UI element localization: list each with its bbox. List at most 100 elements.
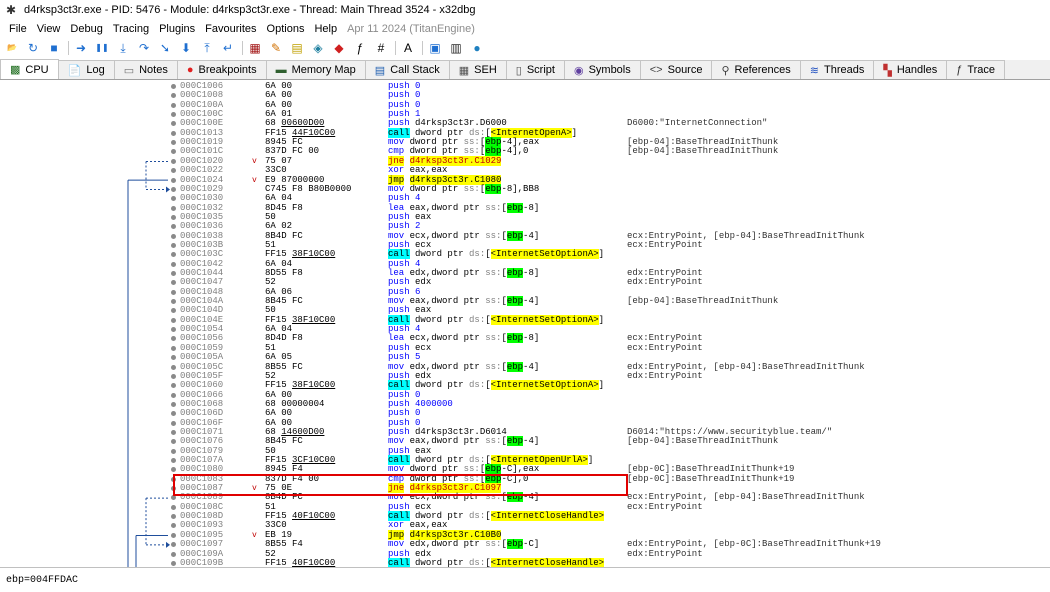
- menu-help[interactable]: Help: [314, 23, 338, 35]
- breakpoint-dot[interactable]: [171, 308, 176, 314]
- breakpoint-dot[interactable]: [171, 504, 176, 510]
- calculator-icon[interactable]: ▥: [450, 41, 462, 55]
- breakpoint-dot[interactable]: [171, 168, 176, 174]
- tab-log[interactable]: 📄Log: [57, 60, 115, 79]
- breakpoint-dot[interactable]: [171, 93, 176, 99]
- breakpoint-dot[interactable]: [171, 149, 176, 155]
- breakpoint-dot[interactable]: [171, 158, 176, 164]
- breakpoint-dot[interactable]: [171, 327, 176, 333]
- tab-references[interactable]: ⚲References: [711, 60, 801, 79]
- breakpoint-dot[interactable]: [171, 448, 176, 454]
- tab-script[interactable]: ▯Script: [505, 60, 565, 79]
- breakpoint-dot[interactable]: [171, 186, 176, 192]
- pause-icon[interactable]: ❚❚: [95, 43, 109, 52]
- breakpoint-dot[interactable]: [171, 84, 176, 89]
- breakpoint-dot[interactable]: [171, 495, 176, 501]
- menu-favourites[interactable]: Favourites: [205, 23, 257, 35]
- breakpoint-dot[interactable]: [171, 271, 176, 276]
- menu-plugins[interactable]: Plugins: [159, 23, 196, 35]
- tab-call-stack[interactable]: ▤Call Stack: [364, 60, 450, 79]
- tab-seh[interactable]: ▦SEH: [448, 60, 507, 79]
- breakpoint-dot[interactable]: [171, 130, 176, 136]
- trace-into-icon[interactable]: ➘: [159, 41, 171, 55]
- step-over-icon[interactable]: ↷: [138, 41, 150, 55]
- breakpoint-dot[interactable]: [171, 196, 176, 202]
- tab-memory-map[interactable]: ▬Memory Map: [265, 60, 366, 79]
- breakpoint-dot[interactable]: [171, 364, 176, 370]
- breakpoint-dot[interactable]: [171, 102, 176, 108]
- step-into-icon[interactable]: ⤓: [120, 41, 126, 55]
- breakpoint-dot[interactable]: [171, 439, 176, 445]
- tab-notes[interactable]: ▭Notes: [113, 60, 178, 79]
- breakpoint-dot[interactable]: [171, 177, 176, 183]
- breakpoint-dot[interactable]: [171, 532, 176, 538]
- execute-till-return-icon[interactable]: ⤒: [204, 41, 210, 55]
- breakpoint-dot[interactable]: [171, 261, 176, 267]
- run-icon[interactable]: ➜: [75, 41, 87, 55]
- breakpoint-dot[interactable]: [171, 224, 176, 230]
- tab-source[interactable]: <>Source: [639, 60, 713, 79]
- breakpoint-dot[interactable]: [171, 140, 176, 146]
- breakpoint-dot[interactable]: [171, 289, 176, 295]
- hash-icon[interactable]: #: [377, 41, 385, 55]
- breakpoint-dot[interactable]: [171, 345, 176, 351]
- breakpoint-dot[interactable]: [171, 233, 176, 239]
- breakpoint-dot[interactable]: [171, 280, 176, 286]
- breakpoint-dot[interactable]: [171, 121, 176, 127]
- breakpoint-dot[interactable]: [171, 252, 176, 258]
- breakpoint-dot[interactable]: [171, 420, 176, 426]
- breakpoint-dot[interactable]: [171, 355, 176, 361]
- tab-symbols[interactable]: ◉Symbols: [563, 60, 641, 79]
- menu-options[interactable]: Options: [266, 23, 305, 35]
- breakpoint-dot[interactable]: [171, 523, 176, 529]
- breakpoint-dot[interactable]: [171, 401, 176, 407]
- font-icon[interactable]: A: [403, 41, 412, 55]
- breakpoint-dot[interactable]: [171, 205, 176, 211]
- tab-handles[interactable]: ▚Handles: [873, 60, 948, 79]
- bookmark-icon[interactable]: ◆: [334, 41, 344, 55]
- comment-icon[interactable]: ▤: [291, 41, 303, 55]
- menu-tracing[interactable]: Tracing: [112, 23, 150, 35]
- scylla-icon[interactable]: ▦: [249, 41, 261, 55]
- breakpoint-dot[interactable]: [171, 242, 176, 248]
- breakpoint-dot[interactable]: [171, 336, 176, 342]
